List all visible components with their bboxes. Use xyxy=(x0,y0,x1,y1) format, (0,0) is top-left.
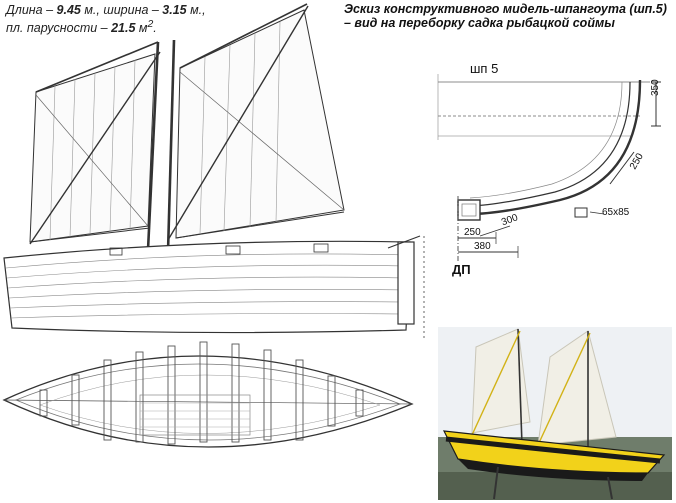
dim-width-outer: 380 xyxy=(474,241,491,252)
spec-width-prefix: м., ширина – xyxy=(80,3,163,17)
boat-plan-view xyxy=(2,341,414,448)
aft-mast xyxy=(146,41,160,251)
centerline-label: ДП xyxy=(452,262,471,277)
photo-fore-sail xyxy=(537,330,617,446)
dim-width-inner: 250 xyxy=(464,227,481,238)
frame-label: шп 5 xyxy=(470,61,499,76)
spec-line-sail-area: пл. парусности – 21.5 м2. xyxy=(6,19,157,35)
boat-photo xyxy=(438,327,672,500)
spec-sail-unit: м xyxy=(135,21,148,36)
hull-side xyxy=(3,240,411,334)
spec-length-value: 9.45 xyxy=(56,3,81,17)
spec-line-length-width: Длина – 9.45 м., ширина – 3.15 м., xyxy=(6,3,206,17)
spec-sail-exponent: 2 xyxy=(147,19,154,30)
spec-sail-suffix: . xyxy=(153,21,157,36)
section-sketch-title: Эскиз конструктивного мидель-шпангоута (… xyxy=(344,2,667,30)
spec-width-value: 3.15 xyxy=(162,3,187,17)
spec-width-suffix: м., xyxy=(186,3,206,17)
spec-sail-value: 21.5 xyxy=(111,21,136,36)
photo-aft-sail xyxy=(471,328,531,434)
rudder xyxy=(397,241,415,325)
fore-mast xyxy=(166,39,176,253)
frame-section-drawing xyxy=(437,74,661,262)
spec-sail-prefix: пл. парусности – xyxy=(6,21,112,36)
dim-height-top: 350 xyxy=(650,79,661,96)
spec-length-prefix: Длина – xyxy=(6,3,57,17)
dim-keel: 65х85 xyxy=(602,207,630,218)
fore-sail xyxy=(175,9,345,239)
